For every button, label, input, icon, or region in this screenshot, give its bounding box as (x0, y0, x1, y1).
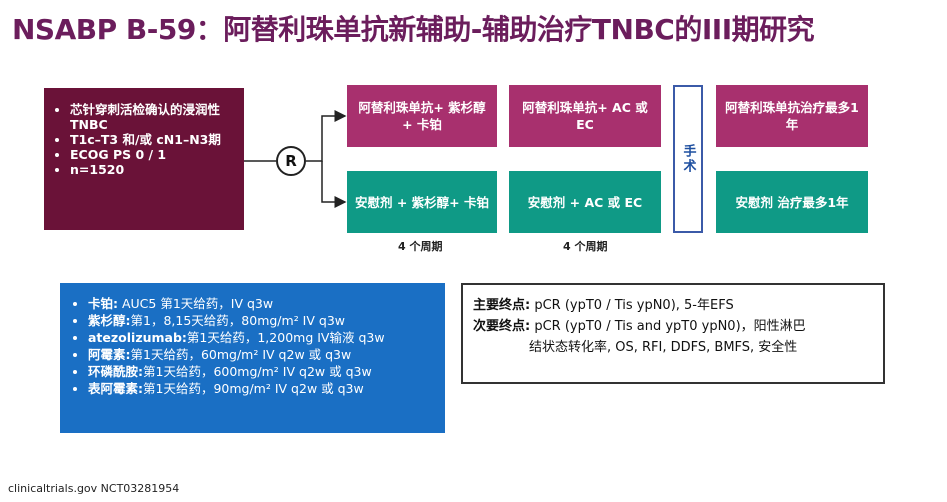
cycles-label-phase2: 4 个周期 (563, 240, 608, 253)
drug-item: 卡铂: AUC5 第1天给药，IV q3w (88, 295, 435, 312)
source-citation: clinicaltrials.gov NCT03281954 (8, 482, 180, 495)
drug-detail: 第1天给药，90mg/m² IV q2w 或 q3w (143, 381, 364, 396)
eligibility-item: ECOG PS 0 / 1 (70, 147, 234, 162)
arm1-step3: 阿替利珠单抗治疗最多1年 (716, 85, 868, 147)
arm2-step3: 安慰剂 治疗最多1年 (716, 171, 868, 233)
arm2-step2: 安慰剂 + AC 或 EC (509, 171, 661, 233)
eligibility-box: 芯针穿刺活检确认的浸润性TNBC T1c–T3 和/或 cN1–N3期 ECOG… (44, 88, 244, 230)
drug-detail: 第1天给药，600mg/m² IV q2w 或 q3w (143, 364, 372, 379)
arrow-arm2 (321, 161, 347, 208)
drug-item: 环磷酰胺:第1天给药，600mg/m² IV q2w 或 q3w (88, 363, 435, 380)
primary-endpoint: 主要终点: pCR (ypT0 / Tis ypN0), 5-年EFS (473, 295, 875, 316)
secondary-endpoint: 次要终点: pCR (ypT0 / Tis and ypT0 ypN0)，阳性淋… (473, 316, 875, 337)
drug-dosing-box: 卡铂: AUC5 第1天给药，IV q3w 紫杉醇:第1，8,15天给药，80m… (60, 283, 445, 433)
drug-name: atezolizumab: (88, 330, 187, 345)
eligibility-item: T1c–T3 和/或 cN1–N3期 (70, 132, 234, 147)
drug-detail: 第1，8,15天给药，80mg/m² IV q3w (130, 313, 346, 328)
surgery-box: 手术 (673, 85, 703, 233)
eligibility-item: n=1520 (70, 162, 234, 177)
secondary-endpoint-label: 次要终点: (473, 319, 531, 334)
drug-item: 表阿霉素:第1天给药，90mg/m² IV q2w 或 q3w (88, 380, 435, 397)
arm1-step2: 阿替利珠单抗+ AC 或 EC (509, 85, 661, 147)
drug-name: 紫杉醇: (88, 313, 131, 328)
eligibility-item: 芯针穿刺活检确认的浸润性TNBC (70, 102, 234, 132)
arm1-step1: 阿替利珠单抗+ 紫杉醇+ 卡铂 (347, 85, 497, 147)
drug-detail: AUC5 第1天给药，IV q3w (118, 296, 274, 311)
arrow-arm1 (306, 110, 347, 162)
drug-name: 表阿霉素: (88, 381, 143, 396)
drug-name: 卡铂: (88, 296, 118, 311)
drug-item: 阿霉素:第1天给药，60mg/m² IV q2w 或 q3w (88, 346, 435, 363)
page-title: NSABP B-59：阿替利珠单抗新辅助-辅助治疗TNBC的III期研究 (12, 13, 815, 46)
drug-name: 阿霉素: (88, 347, 131, 362)
cycles-label-phase1: 4 个周期 (398, 240, 443, 253)
arm2-step1: 安慰剂 + 紫杉醇+ 卡铂 (347, 171, 497, 233)
secondary-endpoint-value: pCR (ypT0 / Tis and ypT0 ypN0)，阳性淋巴 (530, 319, 806, 334)
randomization-node: R (276, 146, 306, 176)
drug-detail: 第1天给药，1,200mg IV输液 q3w (186, 330, 385, 345)
primary-endpoint-value: pCR (ypT0 / Tis ypN0), 5-年EFS (530, 298, 734, 313)
drug-detail: 第1天给药，60mg/m² IV q2w 或 q3w (130, 347, 352, 362)
endpoints-box: 主要终点: pCR (ypT0 / Tis ypN0), 5-年EFS 次要终点… (461, 283, 885, 384)
drug-item: 紫杉醇:第1，8,15天给药，80mg/m² IV q3w (88, 312, 435, 329)
drug-item: atezolizumab:第1天给药，1,200mg IV输液 q3w (88, 329, 435, 346)
drug-name: 环磷酰胺: (88, 364, 143, 379)
secondary-endpoint-continued: 结状态转化率, OS, RFI, DDFS, BMFS, 安全性 (529, 340, 798, 355)
primary-endpoint-label: 主要终点: (473, 298, 531, 313)
